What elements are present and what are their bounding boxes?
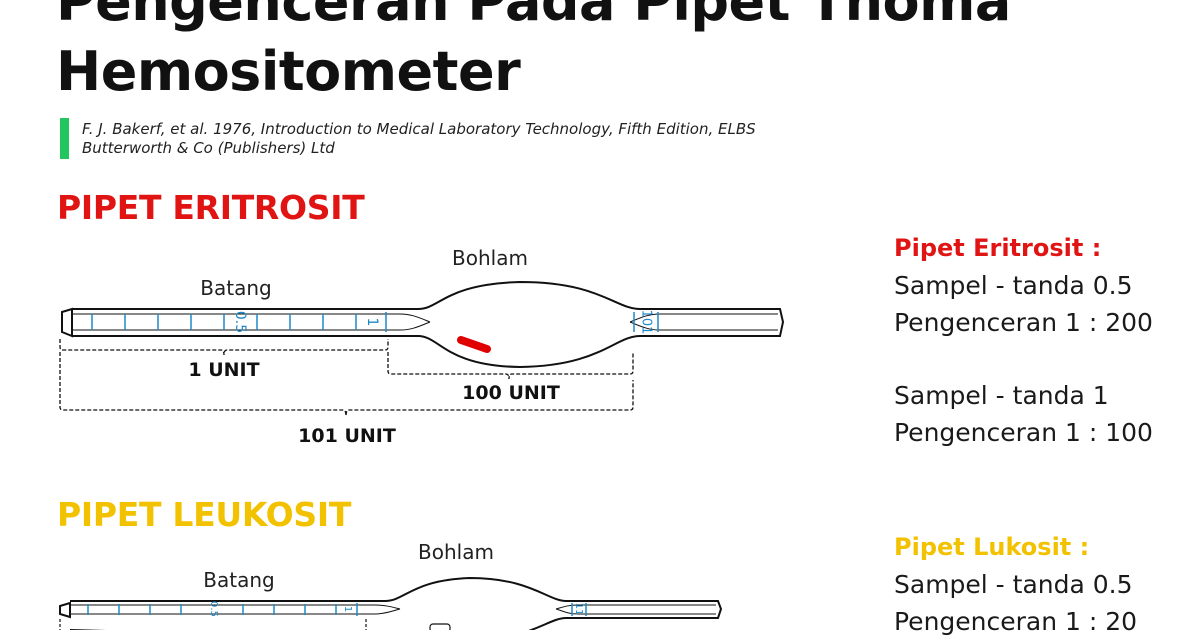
info-eritrosit: Pipet Eritrosit : Sampel - tanda 0.5 Pen… — [894, 230, 1194, 451]
label-1-unit: 1 UNIT — [188, 359, 259, 381]
page-title-line-1: Pengenceran Pada Pipet Thoma — [56, 0, 1011, 33]
mark-101-eritrosit: 101 — [639, 310, 654, 335]
section-heading-leukosit: PIPET LEUKOSIT — [57, 495, 352, 534]
info-leukosit-line-2: Pengenceran 1 : 20 — [894, 607, 1138, 636]
scale-ticks-leukosit — [87, 603, 587, 616]
citation-accent-bar — [60, 118, 69, 159]
scale-ticks-eritrosit — [91, 312, 659, 332]
pipette-leukosit — [59, 576, 723, 630]
label-101-unit: 101 UNIT — [298, 425, 396, 447]
unit-brackets-eritrosit — [59, 339, 634, 417]
page-title-line-2: Hemositometer — [56, 40, 521, 103]
mixing-bead-leukosit — [429, 623, 451, 630]
info-eritrosit-line-4: Pengenceran 1 : 100 — [894, 418, 1153, 447]
section-heading-eritrosit: PIPET ERITROSIT — [57, 188, 365, 227]
label-bohlam-eritrosit: Bohlam — [452, 246, 528, 270]
citation-line-2: Butterworth & Co (Publishers) Ltd — [82, 139, 335, 157]
mixing-bead-red — [457, 336, 491, 353]
outlet-inner-bottom — [629, 321, 778, 331]
info-eritrosit-line-3: Sampel - tanda 1 — [894, 381, 1109, 410]
info-eritrosit-line-1: Sampel - tanda 0.5 — [894, 271, 1133, 300]
pipette-tip-leukosit — [59, 601, 71, 619]
info-leukosit: Pipet Lukosit : Sampel - tanda 0.5 Penge… — [894, 529, 1194, 640]
pipette-tip — [61, 307, 73, 338]
mark-1-eritrosit: 1 — [364, 318, 380, 327]
info-eritrosit-line-2: Pengenceran 1 : 200 — [894, 308, 1153, 337]
info-heading-eritrosit: Pipet Eritrosit : — [894, 234, 1102, 262]
info-heading-leukosit: Pipet Lukosit : — [894, 533, 1090, 561]
citation-line-1: F. J. Bakerf, et al. 1976, Introduction … — [82, 120, 756, 138]
label-bohlam-leukosit: Bohlam — [418, 540, 494, 564]
pipette-stem-outline — [72, 280, 785, 369]
pipette-eritrosit — [61, 280, 785, 369]
citation: F. J. Bakerf, et al. 1976, Introduction … — [82, 120, 862, 158]
mark-1-leukosit: 1 — [342, 606, 353, 612]
pipette-stem-outline-leukosit — [70, 576, 723, 630]
label-100-unit: 100 UNIT — [462, 382, 560, 404]
label-batang-leukosit: Batang — [203, 568, 274, 592]
capillary-inner-bottom — [72, 321, 431, 331]
mark-0.5-leukosit: 0.5 — [208, 601, 219, 617]
mark-11-leukosit: 11 — [573, 603, 584, 616]
outlet-inner-top — [629, 313, 778, 323]
info-leukosit-line-1: Sampel - tanda 0.5 — [894, 570, 1133, 599]
label-batang-eritrosit: Batang — [200, 276, 271, 300]
mark-0.5-eritrosit: 0.5 — [232, 311, 248, 333]
capillary-inner-top — [72, 313, 431, 323]
